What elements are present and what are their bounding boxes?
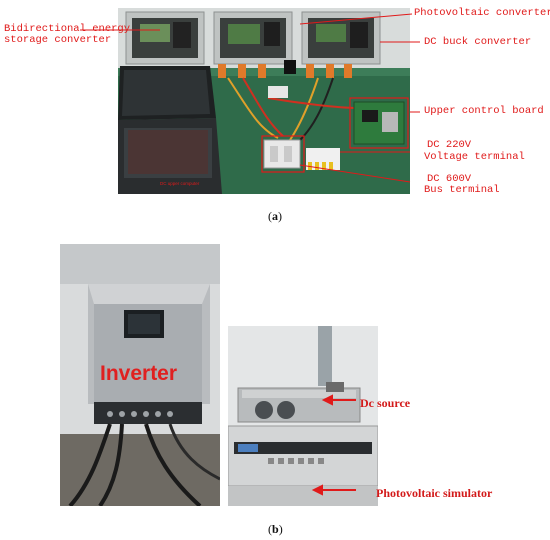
label-dc-buck-converter: DC buck converter [424, 36, 532, 48]
label-upper-control-board: Upper control board [424, 105, 544, 117]
terminals [263, 139, 340, 170]
label-bidirectional-line2: storage converter [4, 34, 112, 47]
figure-a-photo [118, 8, 410, 194]
caption-a-letter: a [272, 209, 278, 223]
label-dc-600v: DC 600V [427, 173, 472, 185]
caption-a: (a) [268, 209, 282, 223]
photovoltaic-simulator-label: Photovoltaic simulator [376, 486, 493, 500]
figure-a-leader-lines [80, 13, 420, 183]
figure-b: Inverter Dc source Photovoltaic simulato… [0, 236, 550, 540]
label-bidirectional-converter: Bidirectional energy storage converter [4, 23, 131, 47]
inverter-photo [60, 244, 220, 506]
dc-source-photo [228, 326, 378, 506]
dc-source-label: Dc source [360, 396, 411, 410]
inverter-label: Inverter [100, 362, 178, 385]
label-bidirectional-line1: Bidirectional energy [4, 23, 131, 35]
laptop [118, 66, 222, 194]
caption-b-letter: b [272, 522, 279, 536]
label-voltage-terminal: Voltage terminal [424, 151, 525, 163]
caption-b: (b) [268, 522, 283, 536]
label-photovoltaic-converter: Photovoltaic converter [414, 7, 550, 19]
label-bus-terminal: Bus terminal [424, 184, 500, 196]
laptop-screen-text: DC upper computer [160, 181, 200, 186]
label-dc-220v: DC 220V [427, 139, 472, 151]
figure-a: DC upper computer Bidirectional energy s… [0, 0, 550, 230]
upper-control-board [353, 101, 405, 145]
